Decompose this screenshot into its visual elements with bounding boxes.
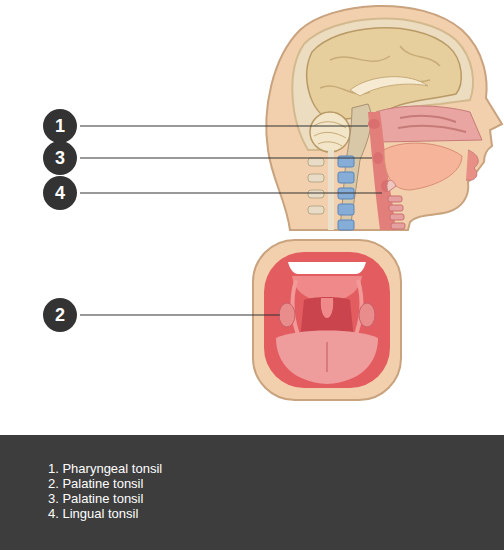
- cerebellum-folds: [314, 122, 346, 146]
- palatine-tonsil-right: [359, 303, 375, 327]
- teeth: [288, 262, 366, 274]
- pharyngeal-tonsil: [368, 119, 380, 129]
- corpus-callosum: [350, 77, 428, 96]
- leader-lines: [80, 126, 382, 315]
- callout-number: 2: [55, 306, 65, 324]
- spinal-cord: [328, 150, 334, 230]
- lips: [466, 150, 478, 180]
- palatine-tonsil-side: [373, 152, 383, 164]
- nasal-conchae: [398, 116, 466, 132]
- key-entry: 3. Palatine tonsil: [48, 491, 504, 506]
- head-skin: [266, 6, 502, 230]
- key-entry: 1. Pharyngeal tonsil: [48, 461, 504, 476]
- epiglottis: [387, 180, 396, 192]
- tongue-front: [276, 331, 378, 385]
- key-entry: 4. Lingual tonsil: [48, 506, 504, 521]
- palatine-tonsil-left: [279, 303, 295, 327]
- callout-number: 1: [55, 117, 65, 135]
- nasal-cavity: [376, 106, 482, 142]
- mouth-cavity: [264, 252, 390, 388]
- key-entry: 2. Palatine tonsil: [48, 476, 504, 491]
- callout-number: 4: [55, 184, 65, 202]
- trachea: [388, 196, 405, 229]
- callout-circle: 1: [43, 109, 77, 143]
- face-frame: [253, 240, 401, 400]
- uvula: [321, 298, 333, 318]
- callout-circle: 2: [43, 298, 77, 332]
- cerebellum: [310, 112, 350, 152]
- spinous-processes: [308, 158, 324, 214]
- tongue: [384, 143, 462, 190]
- callout-number: 3: [55, 149, 65, 167]
- tongue-groove: [326, 342, 328, 372]
- callout-circle: 3: [43, 141, 77, 175]
- callout-circle: 4: [43, 176, 77, 210]
- key-band: 1. Pharyngeal tonsil2. Palatine tonsil3.…: [0, 435, 504, 550]
